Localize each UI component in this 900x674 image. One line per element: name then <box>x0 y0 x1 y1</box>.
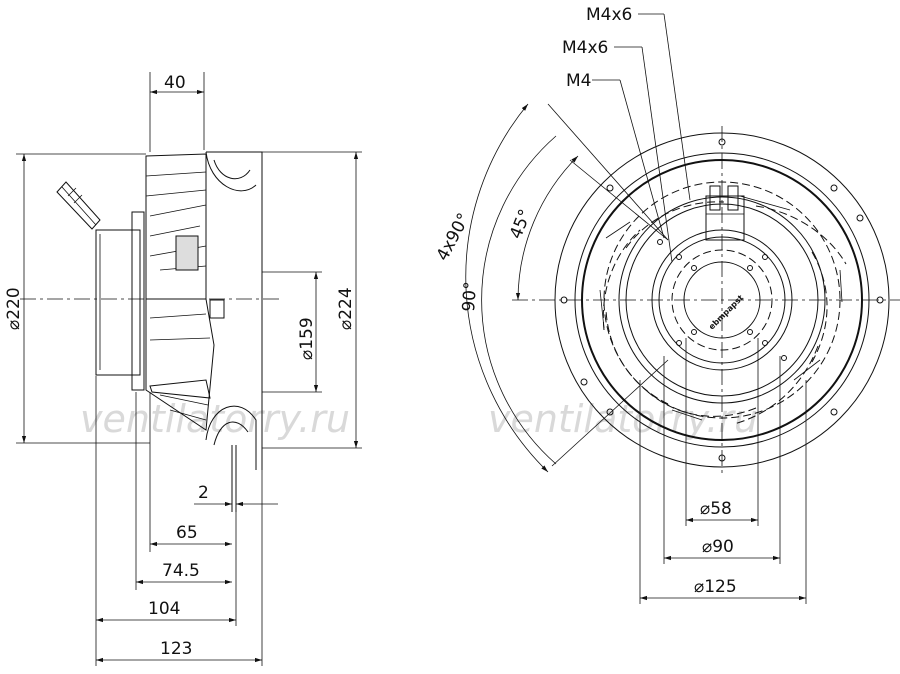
dim-dia-90: ⌀90 <box>702 537 734 557</box>
impeller-outer-ring <box>618 196 826 404</box>
hub-logo: ebmpapst <box>707 293 745 331</box>
dim-65: 65 <box>176 523 198 543</box>
dim-dia-125: ⌀125 <box>694 577 737 597</box>
thread-leaders <box>592 13 691 263</box>
impeller-blades <box>599 195 847 425</box>
dim-dia-159: ⌀159 <box>297 317 317 360</box>
dim-104: 104 <box>148 599 180 619</box>
side-view: 40 ⌀220 ⌀159 ⌀224 2 65 74.5 104 <box>4 72 362 666</box>
dim-74-5: 74.5 <box>162 561 200 581</box>
front-view: ebmpapst M4x6 M4x6 M4 4x90° 45° 90° <box>433 5 900 604</box>
label-90: 90° <box>459 281 481 312</box>
dim-dia-58: ⌀58 <box>700 499 732 519</box>
label-m4x6-mid: M4x6 <box>562 38 608 58</box>
label-4x90: 4x90° <box>433 210 475 264</box>
dim-2: 2 <box>198 483 209 503</box>
dim-dia-224: ⌀224 <box>336 287 356 330</box>
watermark-left: ventilatorry.ru <box>80 397 350 441</box>
label-m4x6-top: M4x6 <box>586 5 632 25</box>
outer-flange <box>554 132 890 468</box>
label-45: 45° <box>506 206 536 241</box>
label-m4: M4 <box>566 71 591 91</box>
cable-exit <box>705 185 745 241</box>
dim-40: 40 <box>164 73 186 93</box>
cable-gland <box>56 181 101 230</box>
dim-123: 123 <box>160 639 192 659</box>
flange-mounting-holes <box>560 138 884 462</box>
angle-dimensions <box>465 103 669 473</box>
hub-mounting-holes <box>657 239 787 361</box>
motor-housing <box>95 229 141 376</box>
dim-dia-220: ⌀220 <box>4 287 24 330</box>
